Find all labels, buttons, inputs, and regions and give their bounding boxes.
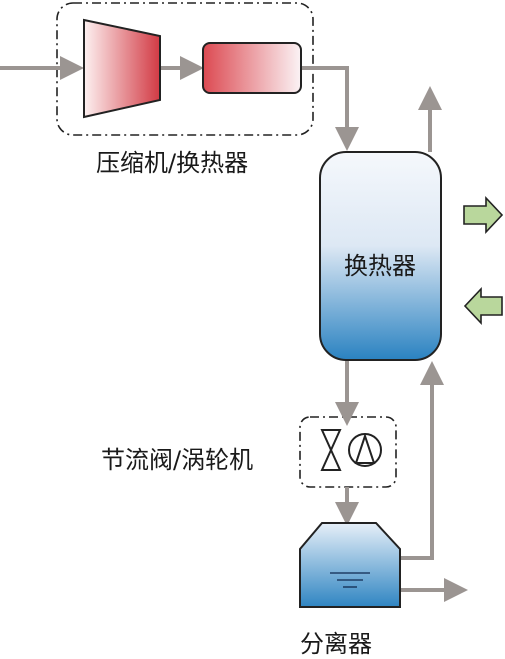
heat-in-arrow-icon	[463, 286, 503, 326]
separator-label: 分离器	[300, 630, 372, 658]
cooler-icon	[202, 42, 302, 94]
separator-vapor-return-stream	[400, 361, 444, 560]
cooler-to-hx-stream	[301, 66, 359, 151]
compressor-icon	[83, 18, 161, 119]
turbine-icon	[348, 432, 382, 467]
compressor-hx-label: 压缩机/换热器	[96, 149, 249, 177]
separator-vessel	[299, 522, 401, 608]
throttle-valve-icon	[320, 429, 342, 471]
heat-out-arrow-icon	[463, 195, 504, 235]
stream-lines	[0, 56, 468, 602]
heat-exchanger-vessel	[319, 151, 442, 361]
heat-exchanger-label: 换热器	[344, 252, 416, 280]
liquid-level-icon	[330, 572, 370, 588]
throttle-turbine-label: 节流阀/涡轮机	[101, 446, 254, 474]
